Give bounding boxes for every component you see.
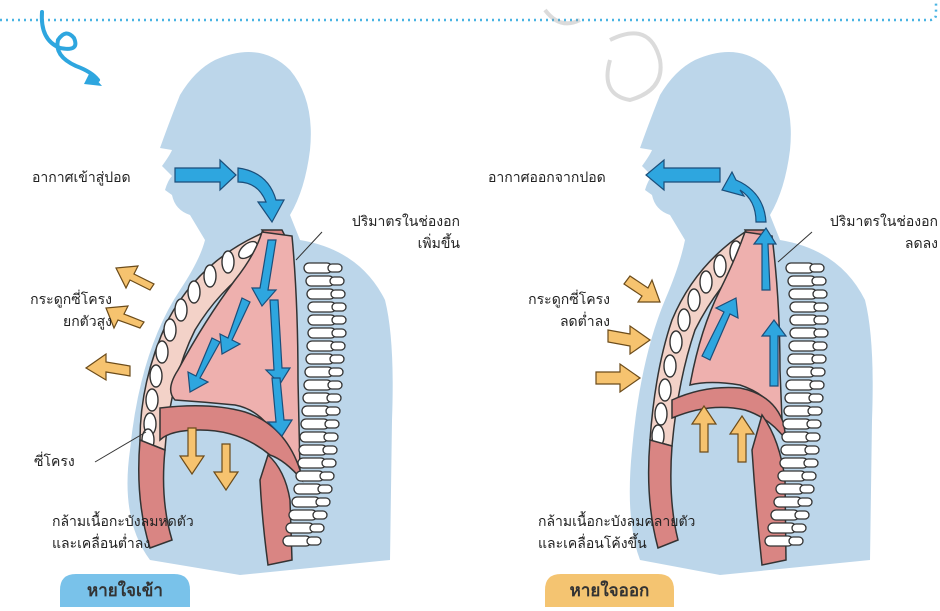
inhale-volume-label-1: ปริมาตรในช่องอก	[290, 212, 460, 232]
inhale-diaphragm-label-1: กล้ามเนื้อกะบังลมหดตัว	[52, 512, 194, 532]
inhale-rib-label: ซี่โครง	[34, 452, 75, 472]
banner-border	[0, 0, 936, 20]
inhale-air-label: อากาศเข้าสู่ปอด	[32, 168, 131, 188]
curly-arrow-icon	[42, 12, 98, 80]
exhale-ribs-label-2: ลดต่ำลง	[480, 312, 610, 332]
inhale-figure	[86, 52, 393, 575]
inhale-title: หายใจเข้า	[60, 575, 190, 607]
inhale-ribs-label-1: กระดูกซี่โครง	[0, 290, 112, 310]
watermark	[545, 10, 661, 100]
exhale-figure	[596, 52, 873, 575]
exhale-diaphragm-label-2: และเคลื่อนโค้งขึ้น	[538, 534, 647, 554]
exhale-volume-label-1: ปริมาตรในช่องอก	[770, 212, 938, 232]
exhale-volume-label-2: ลดลง	[770, 234, 938, 254]
exhale-title: หายใจออก	[545, 575, 674, 607]
inhale-diaphragm-label-2: และเคลื่อนต่ำลง	[52, 534, 150, 554]
inhale-volume-label-2: เพิ่มขึ้น	[290, 234, 460, 254]
exhale-ribs-label-1: กระดูกซี่โครง	[480, 290, 610, 310]
exhale-air-label: อากาศออกจากปอด	[488, 168, 606, 188]
exhale-diaphragm-label-1: กล้ามเนื้อกะบังลมคลายตัว	[538, 512, 695, 532]
inhale-ribs-label-2: ยกตัวสูง	[0, 312, 112, 332]
